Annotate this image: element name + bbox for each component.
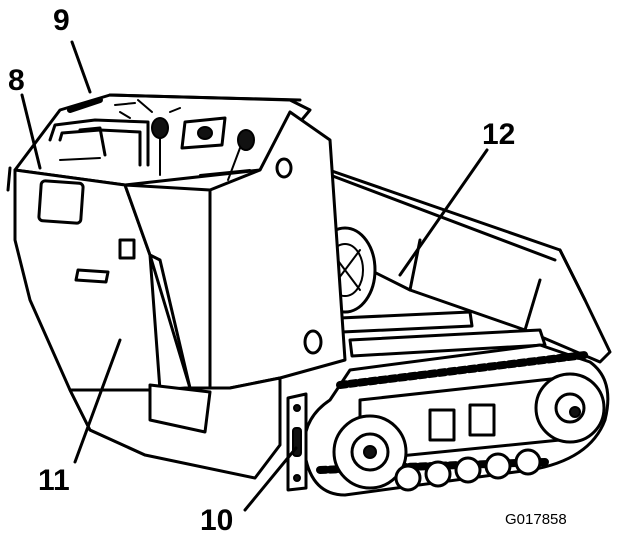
leader-9 (70, 40, 92, 94)
lift-cylinder (338, 310, 547, 358)
callout-12: 12 (482, 118, 516, 151)
control-panel (48, 97, 255, 181)
callout-11: 11 (38, 464, 70, 497)
leader-8 (20, 93, 42, 170)
callout-10: 10 (200, 504, 234, 537)
callout-8: 8 (8, 64, 25, 97)
leader-lines (20, 40, 489, 512)
leader-10 (243, 446, 298, 512)
leader-12 (398, 148, 489, 277)
leader-11 (73, 338, 122, 464)
body-housing (6, 93, 347, 480)
figure-code: G017858 (505, 511, 567, 528)
callout-9: 9 (53, 4, 70, 37)
track-assembly (286, 343, 610, 497)
